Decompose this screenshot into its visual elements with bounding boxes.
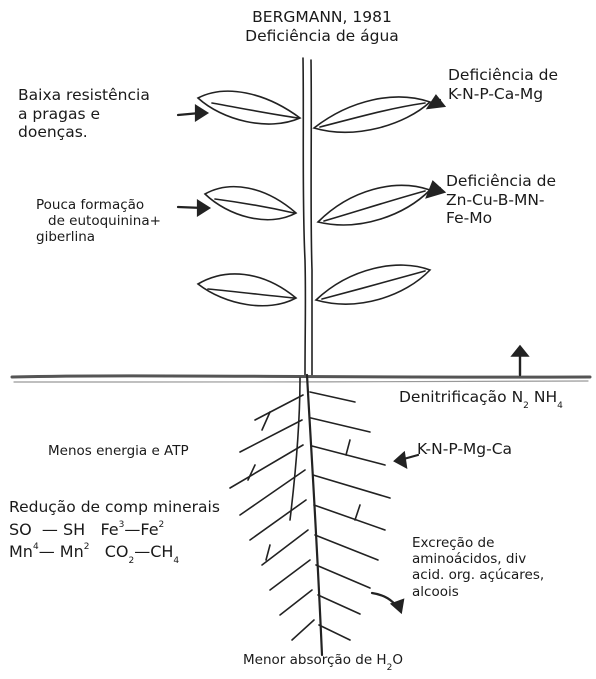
label-excretion-line1: Excreção de [412, 535, 495, 551]
label-reduction-title: Redução de comp minerais [9, 498, 220, 516]
label-right-mid-line1: Deficiência de [446, 172, 557, 190]
label-absorption: Menor absorção de H2O [243, 652, 403, 673]
label-left-mid: Pouca formação de eutoquinina+ giberlina [36, 197, 161, 246]
label-excretion-line2: aminoácidos, div [412, 551, 527, 568]
label-right-mid-line3: Fe-Mo [446, 209, 493, 228]
header-author: BERGMANN, 1981 [252, 8, 392, 26]
label-left-top-line1: Baixa resistência [18, 86, 150, 104]
label-left-top-line3: doenças. [18, 123, 88, 142]
stem [302, 57, 307, 376]
main-root [305, 373, 324, 657]
leaf-middle-left [203, 185, 298, 221]
label-right-mid: Deficiência de Zn-Cu-B-MN- Fe-Mo [446, 172, 556, 228]
label-excretion-line4: alcoois [412, 583, 459, 600]
label-reduction-row2: Mn4— Mn2 CO2—CH4 [9, 542, 180, 566]
label-excretion-line3: acid. org. açúcares, [412, 567, 545, 584]
label-excretion: Excreção de aminoácidos, div acid. org. … [412, 535, 544, 600]
leaf-lower-left [196, 273, 298, 307]
header-subtitle: Deficiência de água [245, 26, 399, 45]
label-right-top-line2: K-N-P-Ca-Mg [448, 84, 544, 103]
label-right-top-line1: Deficiência de [448, 66, 559, 84]
leaf-upper-right [312, 96, 432, 134]
label-left-mid-line3: giberlina [36, 229, 96, 246]
leaf-upper-left [196, 90, 302, 125]
stem-outline [310, 59, 313, 376]
label-left-mid-line2: de eutoquinina+ [48, 213, 161, 230]
label-less-energy: Menos energia e ATP [48, 443, 189, 459]
soil-line [10, 374, 592, 379]
label-reduction-row1: SO — SH Fe3—Fe2 [9, 520, 165, 539]
label-right-mid-line2: Zn-Cu-B-MN- [446, 190, 545, 209]
label-left-mid-line1: Pouca formação [36, 197, 145, 213]
leaf-lower-right [314, 264, 432, 305]
label-left-top-line2: a pragas e [18, 104, 101, 123]
leaf-middle-right [316, 184, 432, 226]
label-right-top: Deficiência de K-N-P-Ca-Mg [448, 66, 558, 103]
label-left-top: Baixa resistência a pragas e doenças. [18, 86, 150, 142]
label-denitrification: Denitrificação N2 NH4 [399, 388, 563, 411]
label-nutrients: K-N-P-Mg-Ca [417, 440, 513, 458]
header-title: BERGMANN, 1981 Deficiência de água [232, 8, 412, 45]
